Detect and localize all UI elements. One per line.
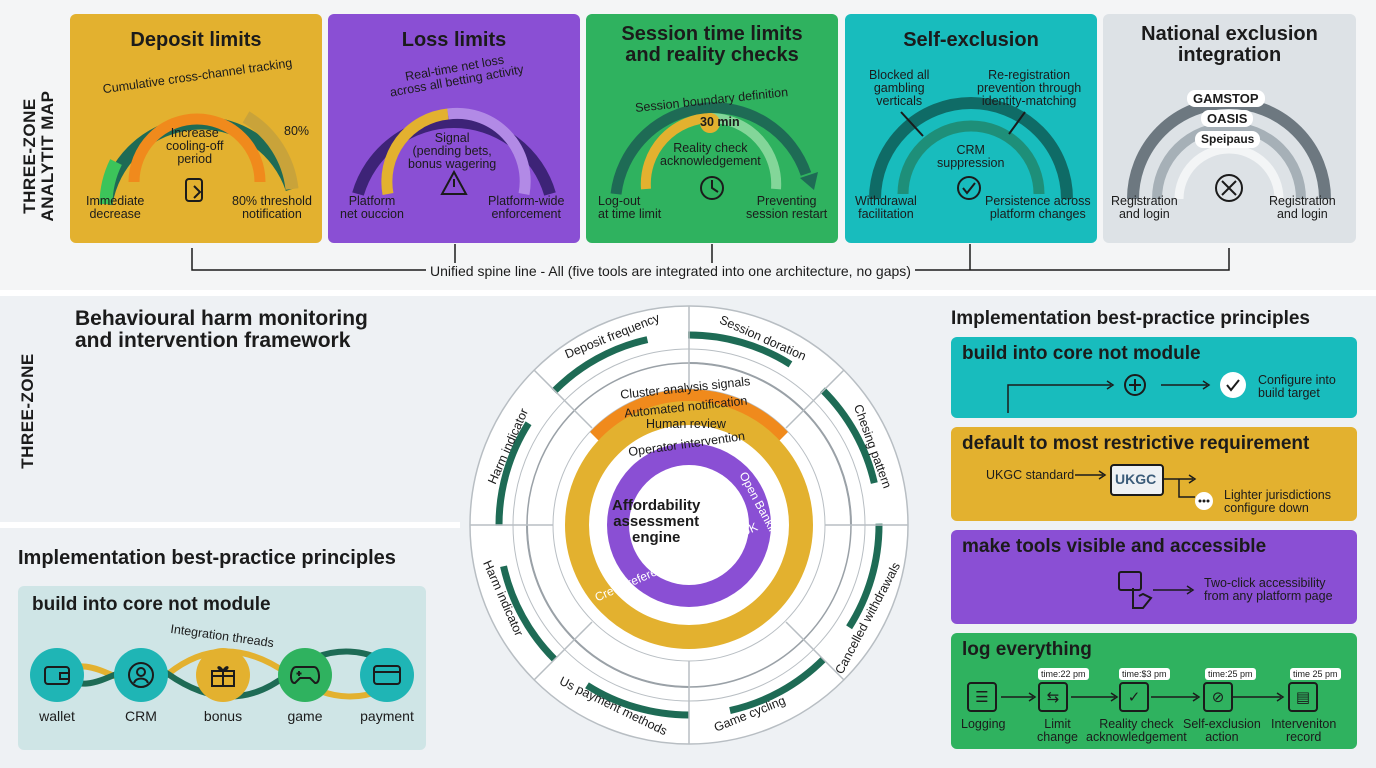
session-right-label: Preventing session restart bbox=[746, 194, 828, 221]
selfex-center-label: CRM suppression bbox=[937, 143, 1005, 170]
principle-visible-panel: make tools visible and accessible Two-cl… bbox=[951, 530, 1357, 624]
loss-right-label: Platform-wide enforcement bbox=[488, 194, 565, 221]
left-panel-title: build into core not module bbox=[32, 594, 271, 615]
card-title: Session time limits and reality checks bbox=[621, 23, 803, 66]
gamstop-badge: GAMSTOP bbox=[1187, 90, 1265, 107]
left-principles-heading: Implementation best-practice principles bbox=[18, 547, 396, 569]
logging-icon: ☰ bbox=[967, 682, 997, 712]
zone-mid-label: THREE-ZONE bbox=[18, 353, 37, 469]
restrictive-flow bbox=[1075, 464, 1213, 510]
selfex-right-label: Persistence across platform changes bbox=[985, 194, 1091, 221]
deposit-right-label: 80% threshold notification bbox=[232, 194, 312, 221]
step-label: Reality check acknowledgement bbox=[1086, 717, 1187, 744]
loss-gauge bbox=[352, 107, 556, 196]
wallet-icon bbox=[44, 666, 70, 685]
national-right-label: Registration and login bbox=[1269, 194, 1336, 221]
right-principles-heading: Implementation best-practice principles bbox=[951, 308, 1310, 329]
game-label: game bbox=[287, 708, 323, 724]
national-left-label: Registration and login bbox=[1111, 194, 1178, 221]
loss-center-label: Signal (pending bets, bonus wagering bbox=[408, 131, 497, 171]
principle-core-panel: build into core not module Configure int… bbox=[951, 337, 1357, 418]
left-principles-panel: build into core not module Integration t… bbox=[18, 586, 426, 750]
gift-icon bbox=[211, 666, 235, 687]
click-hand-icon bbox=[1132, 588, 1153, 609]
session-left-label: Log-out at time limit bbox=[598, 194, 662, 221]
deposit-arc-label: Cumulative cross-channel tracking bbox=[102, 56, 293, 96]
visible-flow bbox=[1118, 571, 1195, 609]
card-icon bbox=[373, 665, 401, 685]
step-label: Interveniton record bbox=[1271, 717, 1337, 744]
principle-title: default to most restrictive requirement bbox=[962, 433, 1310, 454]
step-label: Logging bbox=[961, 717, 1006, 731]
lighter-jurisdictions-label: Lighter jurisdictions configure down bbox=[1224, 488, 1331, 515]
deposit-pct-label: 80% bbox=[284, 124, 310, 138]
core-flow bbox=[1007, 372, 1246, 413]
principle-title: build into core not module bbox=[962, 343, 1201, 364]
deposit-left-label: Immediate decrease bbox=[86, 194, 145, 221]
time-tag: time 25 pm bbox=[1290, 668, 1341, 680]
step-label: Self-exclusion action bbox=[1183, 717, 1261, 744]
deposit-gauge: Cumulative cross-channel tracking bbox=[99, 56, 299, 206]
payment-module bbox=[360, 648, 414, 702]
wheel-ring-human: Human review bbox=[646, 417, 726, 431]
selfex-gauge bbox=[869, 97, 1073, 200]
payment-label: payment bbox=[360, 708, 414, 724]
harm-monitoring-wheel bbox=[469, 305, 909, 745]
oasis-badge: OASIS bbox=[1201, 110, 1254, 127]
session-timer: 30 min bbox=[700, 115, 740, 129]
selfex-left-label: Withdrawal facilitation bbox=[855, 194, 917, 221]
session-gauge: Session boundary definition bbox=[610, 85, 818, 200]
session-limits-card: Session boundary definition Session time… bbox=[586, 14, 838, 243]
zone-divider-left bbox=[0, 522, 460, 528]
time-tag: time:22 pm bbox=[1038, 668, 1089, 680]
ukgc-badge: UKGC bbox=[1115, 471, 1157, 487]
session-center-label: Reality check acknowledgement bbox=[660, 141, 761, 168]
card-title: National exclusion integration bbox=[1141, 23, 1318, 66]
principle-title: make tools visible and accessible bbox=[962, 536, 1267, 557]
game-module bbox=[278, 648, 332, 702]
principle-log-panel: log everything ☰ ⇆ ✓ ⊘ ▤ time:22 pm time… bbox=[951, 633, 1357, 749]
checkbox-icon: ✓ bbox=[1119, 682, 1149, 712]
block-icon: ⊘ bbox=[1203, 682, 1233, 712]
loss-limits-card: Loss limits Real-time net loss across al… bbox=[328, 14, 580, 243]
crm-module bbox=[114, 648, 168, 702]
ukgc-standard-label: UKGC standard bbox=[986, 468, 1075, 482]
wallet-module bbox=[30, 648, 84, 702]
puzzle-icon bbox=[1124, 374, 1146, 396]
time-tag: time:$3 pm bbox=[1119, 668, 1170, 680]
crm-label: CRM bbox=[125, 708, 157, 724]
card-title: Loss limits bbox=[401, 29, 507, 51]
card-title: Deposit limits bbox=[130, 29, 262, 51]
selfex-top-right-label: Re-registration prevention through ident… bbox=[977, 68, 1082, 108]
bonus-module bbox=[196, 648, 250, 702]
limit-change-icon: ⇆ bbox=[1038, 682, 1068, 712]
user-icon bbox=[128, 662, 154, 688]
step-label: Limit change bbox=[1037, 717, 1079, 744]
log-flow bbox=[1001, 692, 1285, 702]
zone-top-label: THREE-ZONE ANALYTIT MAP bbox=[20, 90, 57, 222]
deposit-limits-card: Cumulative cross-channel tracking Deposi… bbox=[70, 14, 322, 243]
principle-title: log everything bbox=[962, 639, 1092, 660]
principle-restrictive-panel: default to most restrictive requirement … bbox=[951, 427, 1357, 521]
card-title: Self-exclusion bbox=[903, 29, 1039, 51]
spelpaus-badge: Speipaus bbox=[1195, 131, 1261, 148]
spine-text: Unified spine line - All (five tools are… bbox=[426, 263, 915, 279]
monitor-icon bbox=[1110, 464, 1164, 496]
time-tag: time:25 pm bbox=[1205, 668, 1256, 680]
self-exclusion-card: Self-exclusion Blocked all gambling vert… bbox=[845, 14, 1097, 243]
behavioural-title: Behavioural harm monitoring and interven… bbox=[75, 307, 368, 352]
two-click-label: Two-click accessibility from any platfor… bbox=[1204, 576, 1333, 603]
gamepad-icon bbox=[290, 666, 320, 684]
configure-target-label: Configure into build target bbox=[1258, 373, 1336, 400]
zone-divider bbox=[0, 290, 1376, 296]
deposit-center-label: Increase cooling-off period bbox=[166, 126, 224, 166]
record-icon: ▤ bbox=[1288, 682, 1318, 712]
selfex-top-left-label: Blocked all gambling verticals bbox=[869, 68, 930, 108]
bonus-label: bonus bbox=[203, 708, 243, 724]
check-icon bbox=[1226, 379, 1240, 392]
national-exclusion-card: National exclusion integration GAMSTOP O… bbox=[1103, 14, 1356, 243]
wheel-center: Affordability assessment engine bbox=[612, 497, 701, 546]
wallet-label: wallet bbox=[39, 708, 75, 724]
loss-left-label: Platform net ouccion bbox=[340, 194, 404, 221]
